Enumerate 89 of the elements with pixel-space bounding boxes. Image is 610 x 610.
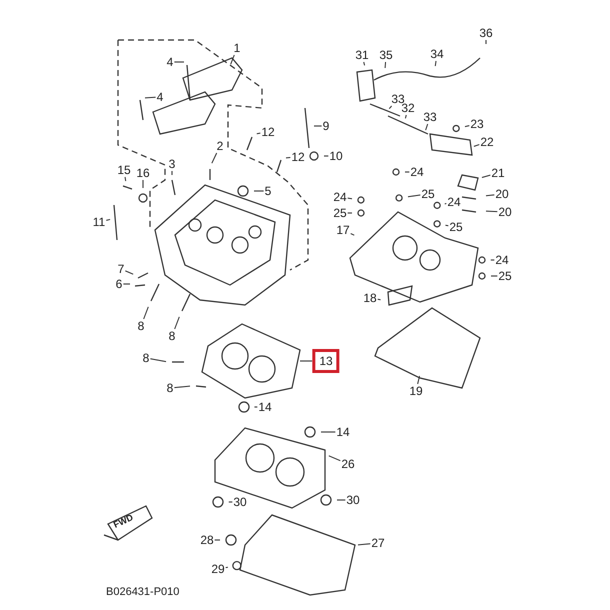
callout-number: 24 (446, 195, 462, 209)
callout-number: 11 (92, 215, 106, 229)
callout-number: 3 (168, 157, 176, 171)
callout-number: 8 (166, 381, 174, 395)
callout-number: 35 (378, 48, 394, 62)
callout-number: 22 (479, 135, 495, 149)
leader-line (404, 114, 407, 119)
leader-line (150, 358, 167, 362)
leader-line (256, 132, 261, 134)
leader-line (486, 210, 498, 212)
callout-number: 25 (420, 187, 436, 201)
callout-number: 14 (257, 400, 273, 414)
leader-line (444, 224, 449, 226)
callout-number: 24 (332, 190, 348, 204)
leader-line (347, 212, 352, 214)
callout-number: 4 (166, 55, 174, 69)
leader-line (143, 306, 149, 320)
callout-number: 26 (340, 457, 356, 471)
callout-number: 19 (408, 384, 424, 398)
callout-number: 8 (142, 351, 150, 365)
leader-line (124, 270, 134, 275)
callout-number: 36 (478, 26, 494, 40)
direction-label: FWD (112, 512, 135, 530)
leader-line (464, 125, 470, 128)
leader-line (473, 144, 480, 147)
callout-number: 5 (264, 184, 272, 198)
callout-number: 20 (494, 187, 510, 201)
callout-number: 29 (210, 562, 226, 576)
callout-number: 33 (422, 110, 438, 124)
leader-line (358, 543, 371, 546)
leader-line (434, 60, 436, 67)
leader-line (300, 360, 313, 362)
callout-number: 18 (362, 291, 378, 305)
leader-line (444, 203, 447, 204)
leader-line (481, 174, 491, 178)
callout-number: 28 (199, 533, 215, 547)
leader-line (363, 62, 366, 66)
leader-line (417, 375, 420, 384)
leader-line (211, 152, 218, 164)
leader-line (230, 54, 235, 65)
leader-line (286, 157, 291, 158)
leader-line (407, 194, 421, 198)
callout-number: 15 (116, 163, 132, 177)
leader-line (486, 194, 495, 196)
callout-number: 23 (469, 117, 485, 131)
drawing-code: B026431-P010 (106, 586, 180, 598)
leader-line (377, 298, 382, 300)
callout-number: 6 (114, 277, 124, 291)
leader-line (350, 233, 355, 236)
callout-number: 9 (322, 119, 330, 133)
callout-number: 12 (290, 150, 306, 164)
leader-line (174, 316, 180, 330)
callout-number: 34 (429, 47, 445, 61)
callout-number: 13 (312, 349, 340, 373)
leader-line (328, 455, 341, 462)
callout-number: 24 (494, 253, 510, 267)
callout-number: 24 (409, 165, 425, 179)
callout-number: 12 (260, 125, 276, 139)
leader-line (254, 190, 264, 192)
leader-line (347, 198, 353, 200)
callout-number: 27 (370, 536, 386, 550)
callout-number: 25 (497, 269, 513, 283)
callout-number: 31 (354, 48, 370, 62)
callout-number: 10 (328, 149, 344, 163)
leader-line (106, 218, 111, 221)
callout-number: 30 (345, 493, 361, 507)
callout-number: 1 (232, 41, 242, 55)
leader-line (124, 176, 126, 182)
leader-line (174, 386, 190, 388)
leader-line (142, 180, 144, 188)
leader-line (225, 566, 228, 568)
callout-number: 21 (490, 166, 506, 180)
callout-number: 14 (335, 425, 351, 439)
leader-line (388, 106, 392, 110)
callout-number: 8 (168, 329, 176, 343)
callout-number: 8 (136, 319, 146, 333)
callout-number: 16 (135, 166, 151, 180)
callout-number: 4 (156, 90, 164, 104)
callout-number: 20 (497, 205, 513, 219)
leader-line (384, 62, 386, 68)
callout-number: 25 (332, 206, 348, 220)
leader-line (254, 406, 258, 408)
leader-line (144, 96, 156, 98)
callout-number: 2 (216, 139, 224, 153)
callout-number: 25 (448, 220, 464, 234)
callout-number: 30 (232, 495, 248, 509)
callout-number: 7 (116, 262, 126, 276)
callout-number: 17 (335, 223, 351, 237)
leader-line (425, 124, 428, 131)
